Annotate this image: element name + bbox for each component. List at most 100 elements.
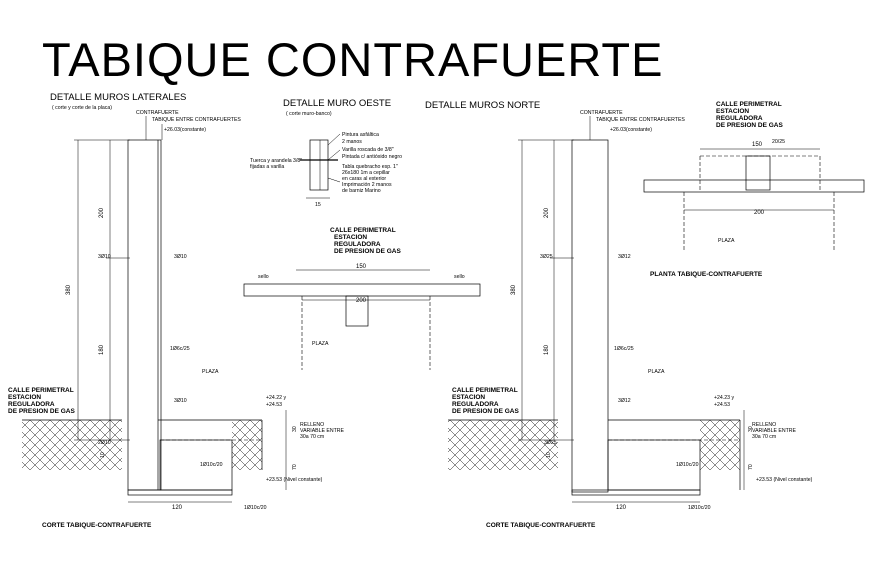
left-section-detail: DETALLE MUROS LATERALES ( corte y corte …: [8, 92, 345, 529]
left-calle-1: CALLE PERIMETRAL: [8, 387, 74, 394]
left-wall-brick: [127, 139, 162, 491]
middle-dim-200: 200: [356, 298, 367, 304]
left-stirrup: 1Ø6c/25: [170, 346, 190, 352]
middle-slab: [243, 283, 481, 297]
right-rebar-low: 3Ø12: [618, 398, 631, 404]
plan-plaza: PLAZA: [718, 238, 735, 244]
left-dim-200: 200: [99, 207, 105, 218]
middle-calle-2: ESTACION: [334, 234, 367, 241]
left-plaza: PLAZA: [202, 369, 219, 375]
right-caption: CORTE TABIQUE-CONTRAFUERTE: [486, 522, 596, 529]
note-tabla: Tabla quebracho esp. 1": [342, 164, 398, 170]
left-level-top: +26.03(constante): [164, 127, 206, 133]
right-calle-1: CALLE PERIMETRAL: [452, 387, 518, 394]
right-relleno-2: VARIABLE ENTRE: [752, 428, 797, 434]
middle-dim-150: 150: [356, 264, 367, 270]
left-footing-rebar-2: 1Ø10c/20: [244, 505, 267, 511]
middle-plaza: PLAZA: [312, 341, 329, 347]
plan-calle-2: ESTACION: [716, 108, 749, 115]
right-plaza: PLAZA: [648, 369, 665, 375]
left-label-tabique: TABIQUE ENTRE CONTRAFUERTES: [152, 117, 241, 123]
left-level-bottom: +23.53 (Nivel constante): [266, 477, 323, 483]
left-level-a: +24.22 y: [266, 395, 286, 401]
right-section-detail: DETALLE MUROS NORTE CONTRAFUERTE TABIQUE…: [425, 100, 813, 529]
left-calle-4: DE PRESION DE GAS: [8, 408, 75, 415]
right-label-contrafuerte: CONTRAFUERTE: [580, 110, 623, 116]
plan-slab: [643, 179, 865, 193]
left-dim-180: 180: [99, 344, 105, 355]
right-relleno-1: RELLENO: [752, 422, 776, 428]
left-section-header: DETALLE MUROS LATERALES: [50, 92, 186, 103]
middle-calle-4: DE PRESION DE GAS: [334, 248, 401, 255]
right-soil-hatch: [448, 420, 558, 470]
left-label-contrafuerte: CONTRAFUERTE: [136, 110, 179, 116]
note-antioxido: Pintada c/ antióxido negro: [342, 154, 402, 160]
plan-calle-3: REGULADORA: [716, 115, 763, 122]
middle-small-left: sello: [258, 274, 269, 280]
right-section-header: DETALLE MUROS NORTE: [425, 100, 540, 111]
note-fijadas: fijadas a varilla: [250, 164, 284, 170]
plan-dim-small: 20/25: [772, 139, 785, 145]
middle-calle-3: REGULADORA: [334, 241, 381, 248]
left-calle-2: ESTACION: [8, 394, 41, 401]
left-footing-rebar: 1Ø10c/20: [200, 462, 223, 468]
middle-buttress: [345, 295, 369, 327]
right-calle-4: DE PRESION DE GAS: [452, 408, 519, 415]
note-barniz: de barniz Marino: [342, 188, 381, 194]
right-level-top: +26.03(constante): [610, 127, 652, 133]
left-relleno-3: 30a 70 cm: [300, 434, 324, 440]
left-dim-380: 380: [66, 284, 72, 295]
right-dim-180: 180: [544, 344, 550, 355]
plan-calle-1: CALLE PERIMETRAL: [716, 101, 782, 108]
right-rebar-top-left: 3Ø25: [540, 254, 553, 260]
plan-caption: PLANTA TABIQUE-CONTRAFUERTE: [650, 271, 763, 278]
right-relleno-3: 30a 70 cm: [752, 434, 776, 440]
left-dim-120: 120: [172, 505, 183, 511]
middle-section-header: DETALLE MURO OESTE: [283, 98, 391, 109]
plan-dim-150: 150: [752, 142, 763, 148]
middle-section-detail: DETALLE MURO OESTE ( corte muro-banco) P…: [243, 98, 481, 370]
middle-small-right: sello: [454, 274, 465, 280]
right-footing-rebar-2: 1Ø10c/20: [688, 505, 711, 511]
left-rebar-low: 3Ø10: [174, 398, 187, 404]
left-level-b: +24.53: [266, 402, 282, 408]
left-soil-hatch-right: [232, 420, 262, 470]
right-label-tabique: TABIQUE ENTRE CONTRAFUERTES: [596, 117, 685, 123]
right-soil-hatch-right: [700, 420, 740, 470]
plan-dim-200: 200: [754, 210, 765, 216]
right-dim-70: 70: [748, 464, 754, 470]
right-level-b: +24.53: [714, 402, 730, 408]
note-imprimacion: Imprimación 2 manos: [342, 182, 392, 188]
right-dim-120: 120: [616, 505, 627, 511]
right-level-a: +24.23 y: [714, 395, 734, 401]
plan-buttress: [745, 155, 771, 191]
right-footing-left: 3Ø25: [544, 440, 557, 446]
right-dim-200: 200: [544, 207, 550, 218]
left-footing-left: 2Ø10: [98, 440, 111, 446]
right-calle-2: ESTACION: [452, 394, 485, 401]
right-dim-380: 380: [511, 284, 517, 295]
right-footing-rebar: 1Ø10c/20: [676, 462, 699, 468]
note-tuerca: Tuerca y arandela 3/8": [250, 158, 302, 164]
left-dim-70: 70: [292, 464, 298, 470]
drawing-title: TABIQUE CONTRAFUERTE: [42, 33, 664, 86]
left-rebar-top-left: 3Ø10: [98, 254, 111, 260]
right-dim-30: 30: [748, 426, 754, 432]
left-dim-30: 30: [292, 426, 298, 432]
left-rebar-top-right: 3Ø10: [174, 254, 187, 260]
left-dim-10: 10: [100, 452, 106, 458]
left-caption: CORTE TABIQUE-CONTRAFUERTE: [42, 522, 152, 529]
plan-calle-4: DE PRESION DE GAS: [716, 122, 783, 129]
left-soil-hatch: [22, 420, 122, 470]
plan-section-detail: CALLE PERIMETRAL ESTACION REGULADORA DE …: [643, 101, 865, 278]
bench-board: [309, 139, 329, 191]
note-varilla: Varilla roscada de 3/8": [342, 147, 394, 153]
note-caras: en caras al exterior: [342, 176, 386, 182]
left-calle-3: REGULADORA: [8, 401, 55, 408]
right-dim-10: 10: [546, 452, 552, 458]
middle-dim-15: 15: [315, 202, 321, 208]
note-manos: 2 manos: [342, 139, 362, 145]
middle-calle-1: CALLE PERIMETRAL: [330, 227, 396, 234]
right-wall-brick: [571, 139, 609, 493]
